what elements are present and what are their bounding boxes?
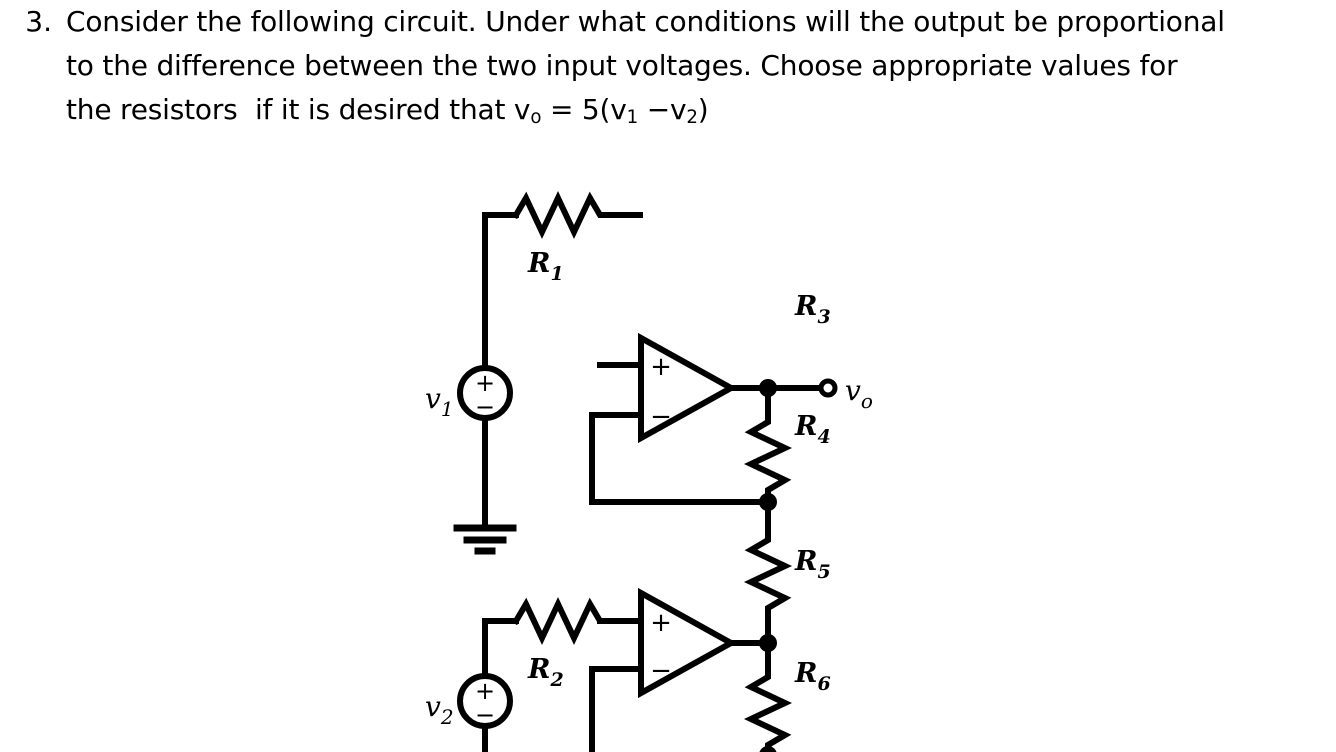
label-R6: R6 — [794, 658, 831, 695]
resistor-R1 — [511, 190, 643, 240]
question-row: 3. Consider the following circuit. Under… — [0, 0, 1336, 140]
label-R1: R1 — [527, 248, 564, 285]
line3-prefix: the resistors if it is desired that v — [66, 93, 531, 126]
v2-plus-sign: + — [475, 677, 495, 705]
line3-mid2: −v — [638, 93, 687, 126]
question-number: 3. — [25, 5, 52, 38]
label-v1: v1 — [425, 382, 454, 421]
label-v2: v2 — [425, 690, 454, 729]
v1-plus-sign: + — [475, 369, 495, 397]
line3-sub-2: 2 — [686, 107, 698, 128]
v2-minus-sign: − — [475, 701, 495, 729]
line3-sub-1: 1 — [626, 107, 639, 128]
node-dot-r5-r6 — [759, 746, 777, 752]
question-line-2: to the difference between the two input … — [66, 49, 1178, 82]
line3-suffix: ) — [697, 93, 709, 126]
opamp-A2-body — [638, 587, 738, 699]
v1-minus-sign: − — [475, 393, 495, 421]
resistor-R5 — [743, 640, 793, 752]
line3-sub-o: o — [530, 107, 542, 128]
line3-mid: = 5(v — [541, 93, 627, 126]
label-R5: R5 — [794, 546, 831, 583]
circuit-svg: + − + − + − + − v1 v2 vo R1 R2 R3 R4 R5 … — [425, 190, 873, 752]
question-lines: Consider the following circuit. Under wh… — [66, 0, 1336, 140]
label-R3: R3 — [794, 291, 831, 328]
resistor-R3 — [743, 385, 793, 505]
opamp-A1-minus-sign: − — [650, 402, 672, 432]
opamp-A2-plus-sign: + — [650, 608, 672, 638]
wire-A1-feedback — [589, 412, 771, 505]
opamp-A2-minus-sign: − — [650, 656, 672, 686]
question-text-block: 3. Consider the following circuit. Under… — [0, 0, 1336, 140]
circuit-diagram: + − + − + − + − v1 v2 vo R1 R2 R3 R4 R5 … — [0, 150, 1336, 752]
opamp-A1-plus-sign: + — [650, 352, 672, 382]
question-line-1: Consider the following circuit. Under wh… — [66, 5, 1225, 38]
label-R4: R4 — [794, 411, 831, 448]
question-line-3: the resistors if it is desired that vo =… — [66, 88, 1336, 140]
wire-A2-feedback — [589, 666, 771, 752]
resistor-R4 — [743, 499, 793, 646]
label-vo: vo — [845, 374, 873, 413]
opamp-A1-body — [638, 332, 738, 444]
label-R2: R2 — [527, 654, 564, 691]
output-terminal-vo — [818, 378, 838, 398]
